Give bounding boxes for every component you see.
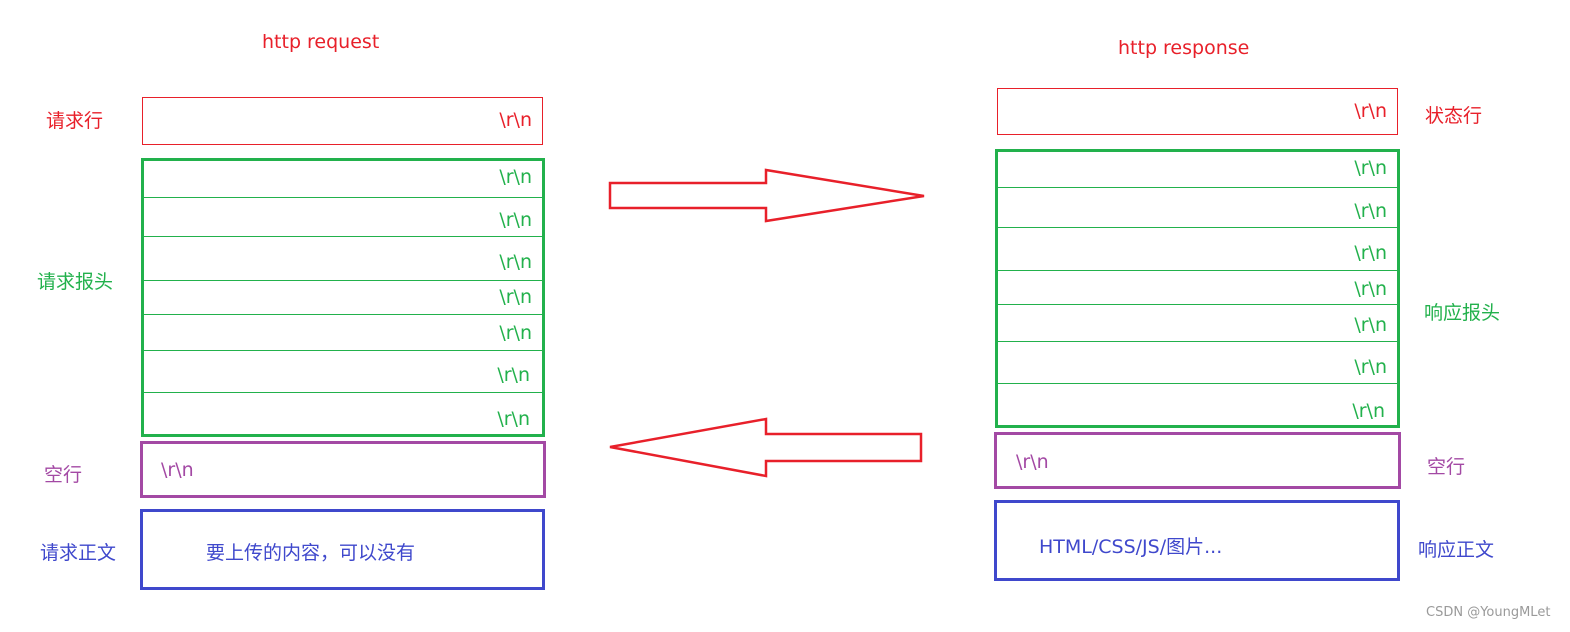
response-header-divider bbox=[998, 187, 1397, 188]
response-header-crlf: \r\n bbox=[1354, 242, 1387, 264]
request-line-label: 请求行 bbox=[46, 110, 104, 132]
request-body-text: 要上传的内容，可以没有 bbox=[206, 542, 416, 564]
status-line-crlf: \r\n bbox=[1354, 100, 1387, 122]
response-header-divider bbox=[998, 227, 1397, 228]
response-header-divider bbox=[998, 341, 1397, 342]
response-title: http response bbox=[1118, 37, 1250, 59]
request-blank-box: \r\n bbox=[140, 441, 546, 498]
response-header-crlf: \r\n bbox=[1354, 157, 1387, 179]
request-header-divider bbox=[144, 392, 542, 393]
request-header-crlf: \r\n bbox=[499, 286, 532, 308]
request-header-divider bbox=[144, 236, 542, 237]
response-blank-box: \r\n bbox=[994, 432, 1401, 489]
status-line-label: 状态行 bbox=[1425, 105, 1483, 127]
request-body-box: 要上传的内容，可以没有 bbox=[140, 509, 545, 590]
request-header-crlf: \r\n bbox=[499, 322, 532, 344]
response-body-text: HTML/CSS/JS/图片... bbox=[1039, 536, 1223, 558]
watermark: CSDN @YoungMLet bbox=[1426, 605, 1551, 620]
request-line-crlf: \r\n bbox=[499, 109, 532, 131]
response-header-crlf: \r\n bbox=[1354, 200, 1387, 222]
response-header-divider bbox=[998, 383, 1397, 384]
request-header-crlf: \r\n bbox=[499, 251, 532, 273]
request-headers-label: 请求报头 bbox=[37, 271, 114, 293]
request-line-box: \r\n bbox=[142, 97, 543, 145]
status-line-box: \r\n bbox=[997, 88, 1398, 135]
request-header-divider bbox=[144, 197, 542, 198]
response-body-box: HTML/CSS/JS/图片... bbox=[994, 500, 1400, 581]
request-header-crlf: \r\n bbox=[497, 364, 530, 386]
request-header-divider bbox=[144, 280, 542, 281]
request-header-crlf: \r\n bbox=[497, 408, 530, 430]
response-headers-box: \r\n \r\n \r\n \r\n \r\n \r\n \r\n bbox=[995, 149, 1400, 428]
response-blank-crlf: \r\n bbox=[1016, 451, 1049, 473]
request-header-crlf: \r\n bbox=[499, 209, 532, 231]
request-body-label: 请求正文 bbox=[40, 542, 117, 564]
request-title: http request bbox=[262, 31, 380, 53]
response-header-crlf: \r\n bbox=[1354, 356, 1387, 378]
request-header-divider bbox=[144, 314, 542, 315]
response-blank-label: 空行 bbox=[1427, 456, 1466, 478]
request-header-crlf: \r\n bbox=[499, 166, 532, 188]
request-blank-label: 空行 bbox=[44, 464, 83, 486]
response-headers-label: 响应报头 bbox=[1424, 302, 1501, 324]
response-header-divider bbox=[998, 270, 1397, 271]
response-header-crlf: \r\n bbox=[1354, 278, 1387, 300]
request-blank-crlf: \r\n bbox=[161, 459, 194, 481]
response-header-crlf: \r\n bbox=[1352, 400, 1385, 422]
response-body-label: 响应正文 bbox=[1418, 539, 1495, 561]
request-headers-box: \r\n \r\n \r\n \r\n \r\n \r\n \r\n bbox=[141, 158, 545, 437]
response-header-divider bbox=[998, 304, 1397, 305]
response-header-crlf: \r\n bbox=[1354, 314, 1387, 336]
request-header-divider bbox=[144, 350, 542, 351]
